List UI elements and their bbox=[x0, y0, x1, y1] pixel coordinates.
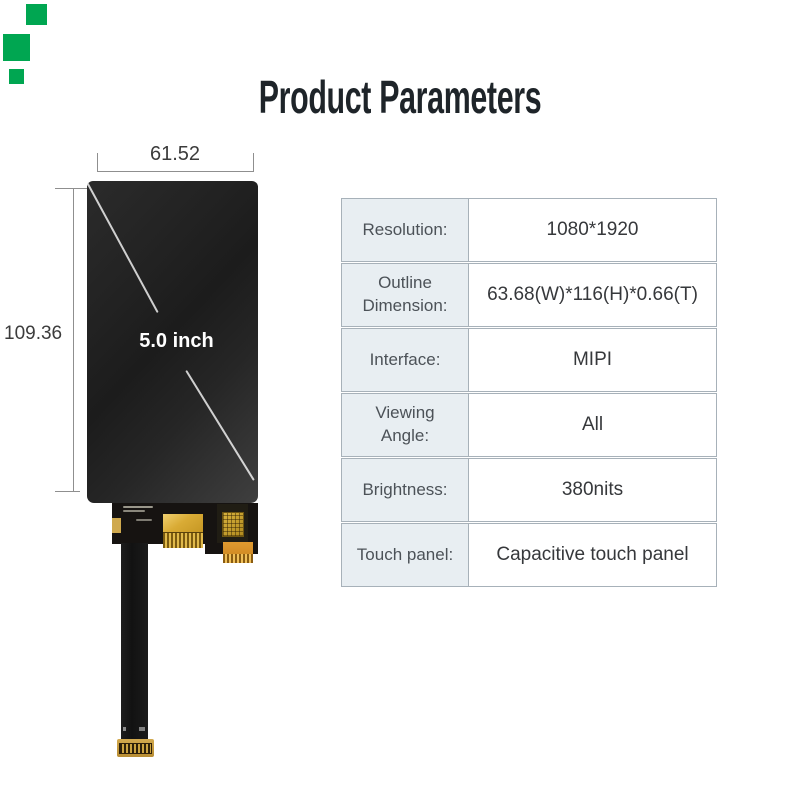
spec-value: MIPI bbox=[572, 349, 613, 370]
driver-ic-chip bbox=[163, 514, 203, 548]
cable-end-connector-pins bbox=[119, 743, 152, 754]
flex-ribbon-cable bbox=[121, 543, 148, 740]
lcd-panel: 5.0 inch bbox=[87, 181, 258, 503]
table-row: Touch panel: Capacitive touch panel bbox=[341, 523, 717, 587]
pcb-silkscreen-mark bbox=[123, 510, 145, 512]
spec-label: Brightness: bbox=[342, 459, 469, 521]
width-dimension-tick-right bbox=[253, 153, 254, 172]
table-row: Outline Dimension: 63.68(W)*116(H)*0.66(… bbox=[341, 263, 717, 327]
height-dimension-tick-bottom bbox=[55, 491, 80, 492]
width-dimension-tick-left bbox=[97, 153, 98, 172]
touch-ic-die bbox=[222, 512, 244, 537]
cable-end-connector bbox=[117, 739, 154, 757]
spec-label: Outline Dimension: bbox=[342, 264, 469, 326]
pcb-silkscreen-mark bbox=[136, 519, 152, 521]
page-title: Product Parameters bbox=[258, 71, 542, 123]
pcb-silkscreen-mark bbox=[123, 506, 153, 508]
width-dimension-label: 61.52 bbox=[149, 143, 201, 165]
decor-green-square-1 bbox=[26, 4, 47, 25]
table-row: Interface: MIPI bbox=[341, 328, 717, 392]
screen-glare-line-2 bbox=[185, 370, 255, 481]
touch-ic-chip bbox=[217, 504, 248, 543]
driver-ic-pins bbox=[163, 532, 203, 548]
screen-size-label: 5.0 inch bbox=[139, 330, 214, 352]
spec-label: Interface: bbox=[342, 329, 469, 391]
height-dimension-line bbox=[73, 188, 74, 491]
spec-value: All bbox=[581, 414, 604, 435]
spec-label: Touch panel: bbox=[342, 524, 469, 586]
height-dimension-tick-top bbox=[55, 188, 87, 189]
height-dimension-label: 109.36 bbox=[4, 323, 63, 344]
decor-green-square-2 bbox=[3, 34, 30, 61]
table-row: Viewing Angle: All bbox=[341, 393, 717, 457]
spec-value: 63.68(W)*116(H)*0.66(T) bbox=[487, 284, 698, 305]
spec-label: Resolution: bbox=[342, 199, 469, 261]
table-row: Resolution: 1080*1920 bbox=[341, 198, 717, 262]
cable-print-mark bbox=[123, 727, 126, 731]
cable-print-mark bbox=[139, 727, 145, 731]
spec-value: 1080*1920 bbox=[546, 219, 639, 240]
flex-connector-orange bbox=[223, 542, 253, 563]
spec-table: Resolution: 1080*1920 Outline Dimension:… bbox=[341, 198, 717, 587]
spec-value: Capacitive touch panel bbox=[496, 544, 689, 565]
pcb-gold-tab bbox=[112, 518, 121, 533]
flex-connector-pins bbox=[223, 554, 253, 563]
spec-value: 380nits bbox=[561, 479, 624, 500]
width-dimension-line bbox=[97, 171, 254, 172]
decor-green-square-3 bbox=[9, 69, 24, 84]
table-row: Brightness: 380nits bbox=[341, 458, 717, 522]
spec-label: Viewing Angle: bbox=[342, 394, 469, 456]
screen-glare-line-1 bbox=[87, 182, 159, 314]
